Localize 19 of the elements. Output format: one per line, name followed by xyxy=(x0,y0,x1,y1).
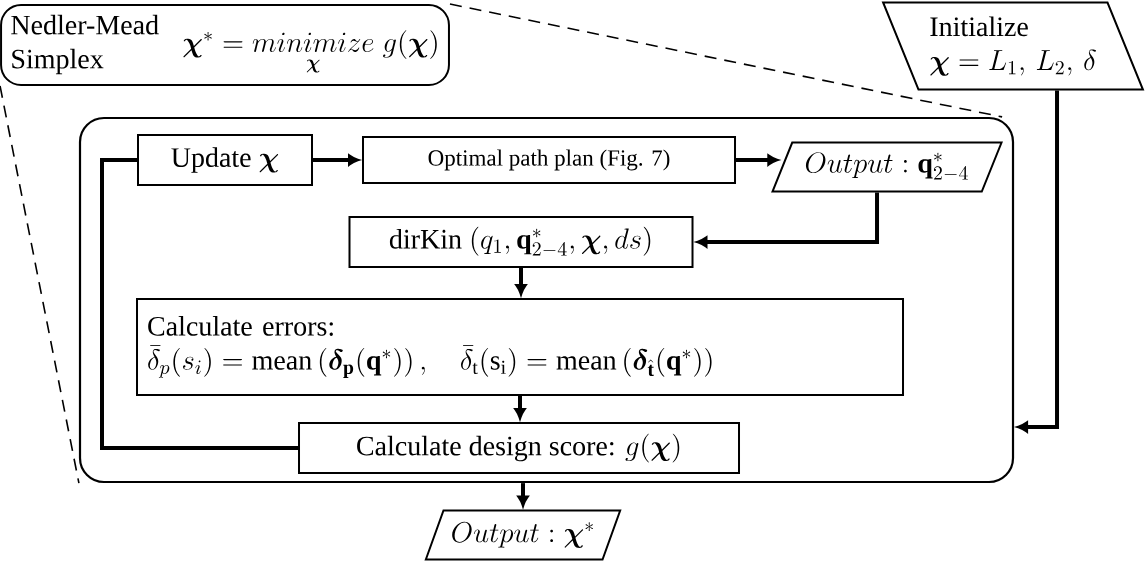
process-box: Calculate errors: $\bar{\delta}_p(s_i) = \mathrm{mean}\left(\boldsymbol{\delta}_{\mathbf{p}}(\mathbf{q}^*)\right), \quad \bar{\delta}_{\mathrm{t}}(\mathrm{s_i}) = \mathrm{mean}\left(\boldsymbol{\delta}_{\hat{\mathbf{t}}}(\mathbf{q}^*)\right)$ xyxy=(136,298,904,396)
process-box: Optimal path plan (Fig. 7) xyxy=(362,136,736,184)
dashed-line xyxy=(0,85,80,484)
process-box: $\text{Update } \boldsymbol{\chi}$ xyxy=(137,134,313,186)
method-box: Nedler-Mead Simplex $\boldsymbol{\chi}^* = \underset{\boldsymbol{\chi}}{minimize}\; g(\boldsymbol{\chi})$ xyxy=(0,4,450,86)
arrow xyxy=(515,268,527,295)
process-box: $\text{dirKin } (q_1, \mathbf{q}_{2-4}^{*}, \boldsymbol{\chi}, ds)$ xyxy=(348,216,694,268)
loop-container xyxy=(78,116,1015,484)
output-parallelogram: $Output : \boldsymbol{\chi}^*$ xyxy=(424,509,622,561)
dashed-line xyxy=(449,3,1003,118)
output-parallelogram: $Output : \mathbf{q}_{2-4}^{*}$ xyxy=(771,141,1003,193)
connector-line xyxy=(100,158,298,450)
process-box: $\text{Calculate design score: } g(\boldsymbol{\chi})$ xyxy=(298,422,740,474)
arrow xyxy=(514,396,526,419)
arrow xyxy=(517,483,529,507)
arrow xyxy=(1017,90,1060,433)
arrow xyxy=(736,154,779,166)
arrow xyxy=(696,192,880,248)
arrow xyxy=(313,154,359,166)
